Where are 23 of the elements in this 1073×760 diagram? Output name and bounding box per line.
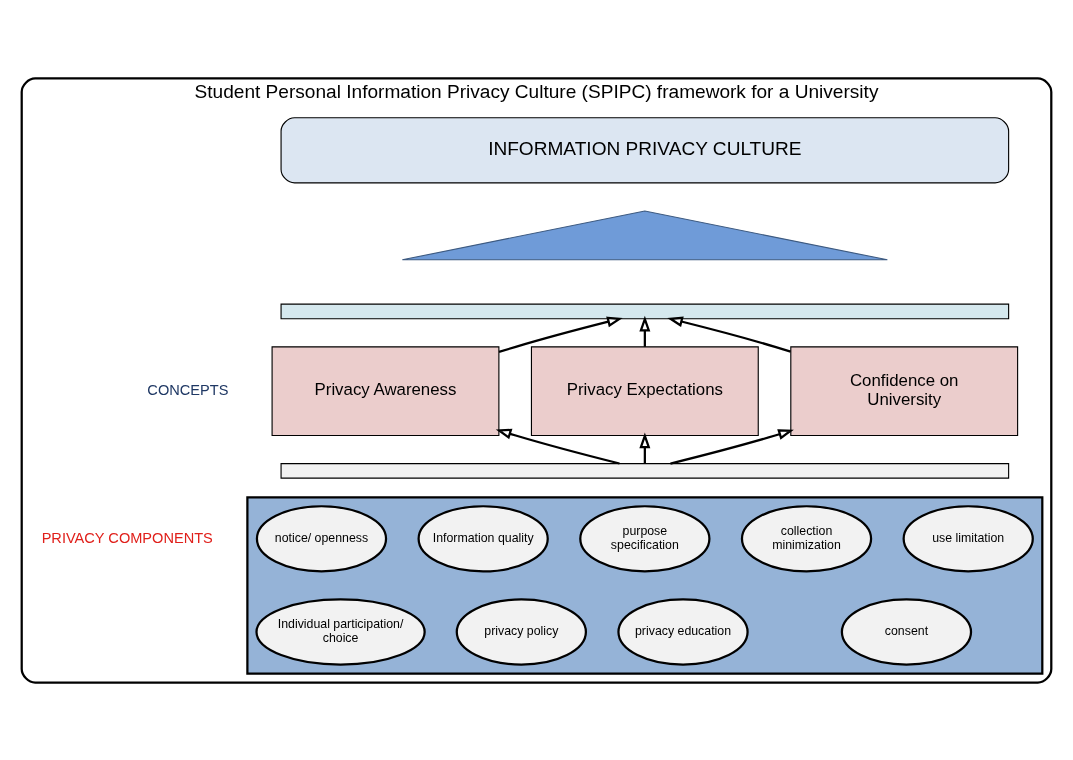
node-box: Privacy Expectations	[530, 345, 759, 436]
arrow	[498, 316, 623, 353]
node-ellipse: use limitation	[902, 504, 1034, 572]
node-box: INFORMATION PRIVACY CULTURE	[280, 116, 1010, 183]
arrow	[667, 315, 791, 353]
cluster	[246, 495, 1044, 675]
node-bar	[280, 303, 1010, 319]
node-ellipse: privacy education	[617, 597, 749, 666]
label: CONCEPTS	[147, 381, 229, 398]
node-ellipse: purpose specification	[579, 504, 711, 572]
arrow	[670, 428, 794, 465]
node-bar	[280, 462, 1010, 479]
node-ellipse: Individual participation/ choice	[255, 597, 426, 666]
node-picture	[401, 209, 888, 260]
label: PRIVACY COMPONENTS	[41, 529, 213, 546]
node-box: Confidence on University	[790, 345, 1019, 436]
node-ellipse: collection minimization	[740, 504, 873, 572]
node-ellipse: Information quality	[417, 504, 549, 572]
node-ellipse: consent	[840, 597, 973, 666]
node-ellipse: notice/ openness	[255, 504, 388, 572]
node-box: Privacy Awareness	[271, 345, 500, 436]
arrow	[495, 428, 620, 465]
node-ellipse: privacy policy	[455, 597, 588, 666]
